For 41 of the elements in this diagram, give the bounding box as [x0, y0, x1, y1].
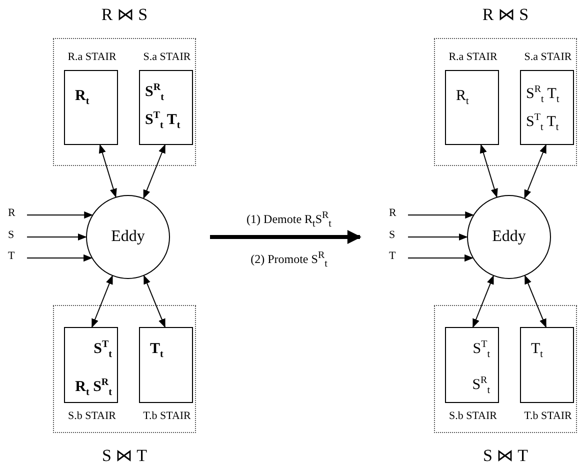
stair-label: S.a STAIR	[142, 51, 192, 63]
double-arrow	[98, 144, 117, 198]
arrow	[26, 211, 94, 219]
join-title: S ⋈ T	[482, 445, 528, 466]
tuple-text: S$^{T}$$_{t}$ T$_{t}$	[145, 109, 180, 133]
join-title: R ⋈ S	[482, 4, 529, 25]
input-label: R	[389, 207, 396, 219]
tuple-text: S$^{T}$$_{t}$ T$_{t}$	[526, 111, 559, 135]
arrow	[408, 211, 474, 219]
input-label: T	[8, 250, 15, 262]
arrow	[26, 254, 93, 262]
join-title: R ⋈ S	[101, 4, 148, 25]
eddy-circle: Eddy	[467, 195, 551, 279]
input-label: T	[389, 250, 396, 262]
tuple-text: R$_{t}$	[456, 87, 469, 109]
stair-label: S.b STAIR	[66, 410, 118, 422]
stair-label: R.a STAIR	[66, 51, 118, 63]
input-label: S	[389, 229, 396, 241]
arrow	[408, 254, 474, 262]
stair-label: T.b STAIR	[523, 410, 573, 422]
double-arrow	[143, 275, 166, 328]
double-arrow	[143, 144, 166, 199]
stair-label: S.a STAIR	[523, 51, 573, 63]
tuple-text: S$^{R}$$_{t}$ T$_{t}$	[526, 83, 560, 107]
eddy-circle: Eddy	[86, 195, 170, 279]
arrow	[26, 233, 87, 241]
stair-label: R.a STAIR	[448, 51, 498, 63]
tuple-text: T$_{t}$	[531, 340, 543, 362]
double-arrow	[524, 144, 546, 199]
tuple-text: R$_{t}$	[75, 87, 90, 109]
double-arrow	[524, 275, 546, 328]
input-label: R	[8, 207, 16, 219]
tuple-text: T$_{t}$	[150, 340, 164, 362]
stair-label: S.b STAIR	[448, 410, 498, 422]
join-title: S ⋈ T	[102, 445, 148, 466]
input-label: S	[8, 229, 14, 241]
double-arrow	[92, 275, 113, 328]
double-arrow	[480, 144, 498, 198]
arrow	[408, 233, 468, 241]
double-arrow	[472, 275, 494, 328]
stair-label: T.b STAIR	[142, 410, 192, 422]
